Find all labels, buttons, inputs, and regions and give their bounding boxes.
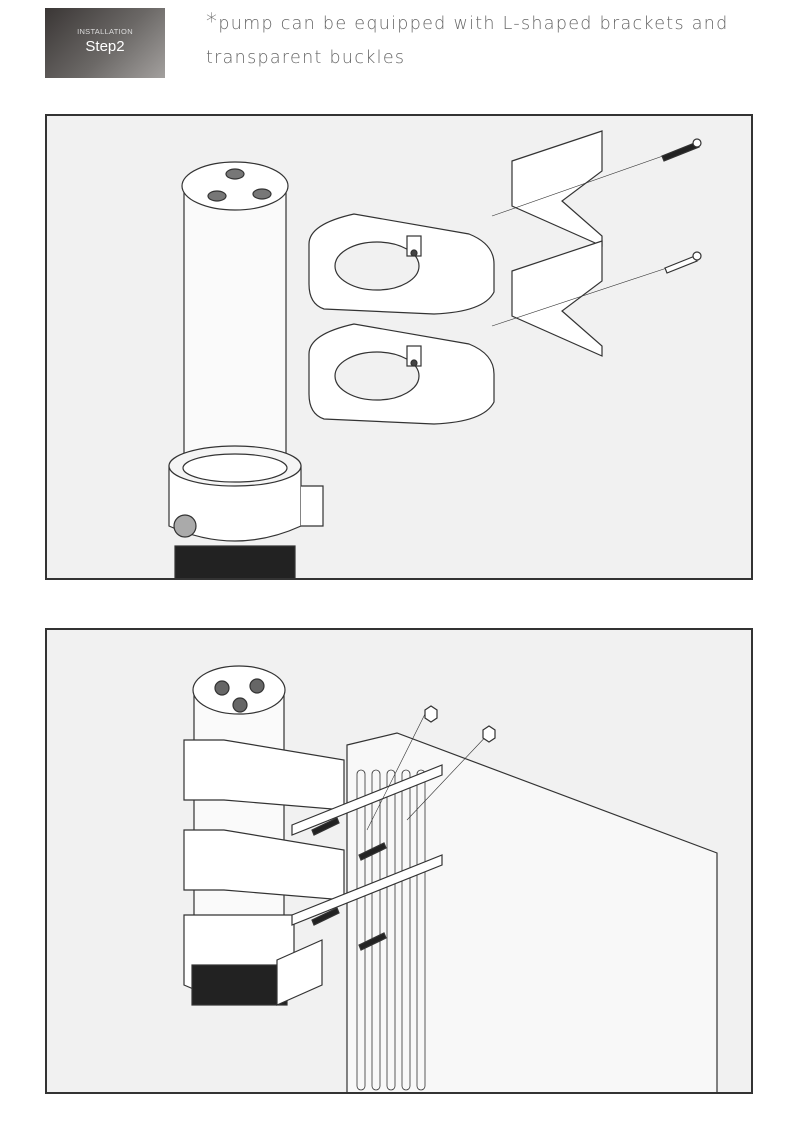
instruction-note: *pump can be equipped with L-shaped brac… [206,10,729,68]
assembled-view-illustration [45,628,753,1094]
note-text: pump can be equipped with L-shaped brack… [206,14,729,68]
exploded-view-illustration [45,114,753,580]
badge-label: INSTALLATION [77,27,133,36]
step-badge: INSTALLATION Step2 [45,8,165,78]
step-number: Step2 [85,38,125,55]
